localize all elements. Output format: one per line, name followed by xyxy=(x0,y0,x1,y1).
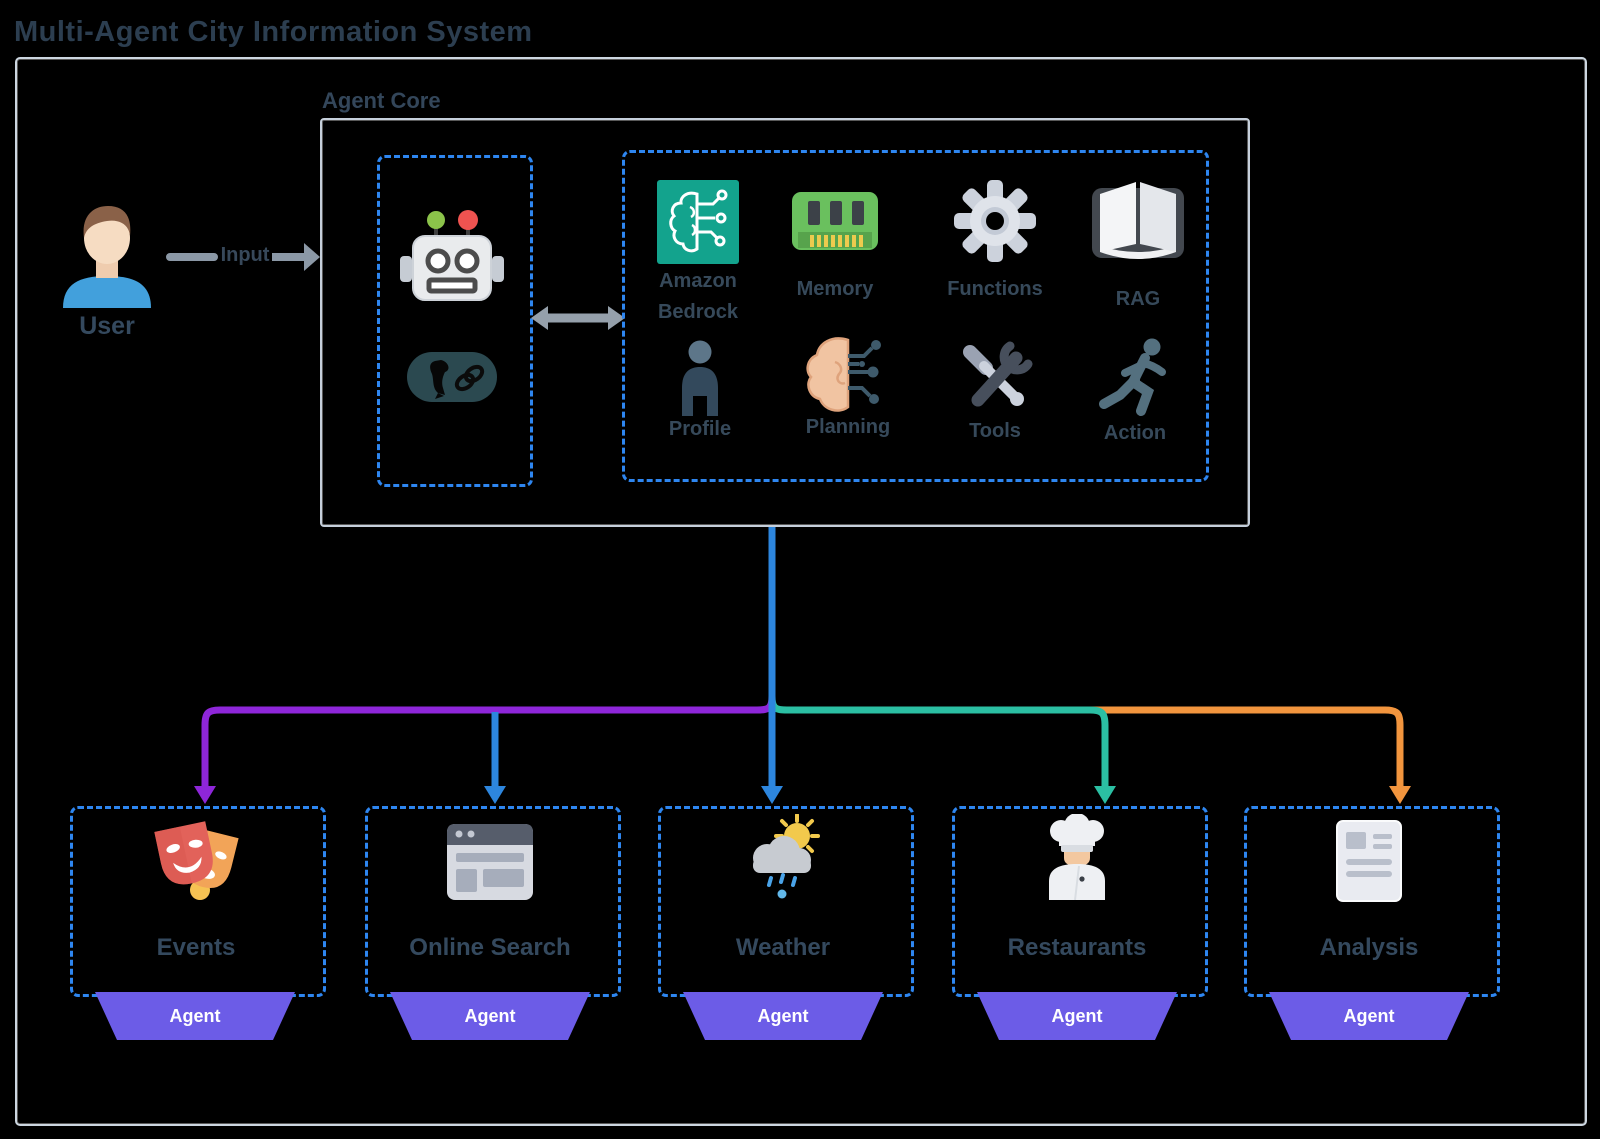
input-arrow-head xyxy=(272,243,320,271)
arrow-to-analysis xyxy=(1085,706,1411,804)
agent-badge-restaurants: Agent xyxy=(977,992,1177,1040)
agent-core-label: Agent Core xyxy=(322,88,441,113)
person-silhouette-icon xyxy=(671,340,729,416)
bedrock-brain-circuit-icon xyxy=(657,180,739,264)
agent-badge-text: Agent xyxy=(169,1005,221,1026)
agent-label-events: Events xyxy=(156,934,236,961)
sun-rain-cloud-icon xyxy=(737,814,829,900)
module-label-planning: Planning xyxy=(805,416,891,438)
agent-label-weather: Weather xyxy=(735,934,831,961)
theater-masks-icon xyxy=(148,816,244,910)
agent-badge-text: Agent xyxy=(464,1005,516,1026)
chef-icon xyxy=(1037,814,1117,900)
arrow-to-weather xyxy=(761,525,783,804)
agent-core-modules-box xyxy=(622,150,1209,482)
agent-badge-events: Agent xyxy=(95,992,295,1040)
module-label-action: Action xyxy=(1103,422,1167,444)
module-label-tools: Tools xyxy=(969,420,1021,442)
agent-badge-analysis: Agent xyxy=(1269,992,1469,1040)
ram-chip-icon xyxy=(792,192,878,256)
wrench-screwdriver-icon xyxy=(954,338,1036,418)
agent-badge-text: Agent xyxy=(1051,1005,1103,1026)
system-boundary xyxy=(15,57,1587,1126)
module-label-rag: RAG xyxy=(1115,288,1161,310)
input-arrow-line xyxy=(166,253,218,261)
gear-icon xyxy=(952,178,1038,264)
module-label-memory: Memory xyxy=(796,278,874,300)
input-label: Input xyxy=(220,244,270,266)
browser-window-icon xyxy=(447,824,533,900)
module-label-functions: Functions xyxy=(947,278,1043,300)
bidirectional-arrow xyxy=(531,306,625,330)
agent-core-box xyxy=(320,118,1250,527)
agent-label-restaurants: Restaurants xyxy=(1007,934,1147,961)
brain-circuit-icon xyxy=(802,334,894,416)
running-person-icon xyxy=(1095,336,1175,418)
report-document-icon xyxy=(1336,820,1402,902)
module-label-amazon-bedrock: Amazon Bedrock xyxy=(657,270,739,323)
agent-badge-text: Agent xyxy=(1343,1005,1395,1026)
langchain-icon xyxy=(407,352,497,402)
user-icon xyxy=(57,200,157,308)
user-label: User xyxy=(79,312,135,340)
open-book-icon xyxy=(1088,170,1188,272)
agent-badge-weather: Agent xyxy=(683,992,883,1040)
module-label-profile: Profile xyxy=(668,418,732,440)
agent-label-analysis: Analysis xyxy=(1319,934,1419,961)
agent-badge-text: Agent xyxy=(757,1005,809,1026)
agent-label-online-search: Online Search xyxy=(409,934,571,961)
page-title: Multi-Agent City Information System xyxy=(14,16,533,48)
arrow-to-online-search xyxy=(484,712,506,804)
agent-runtime-box xyxy=(377,155,533,487)
agent-badge-online-search: Agent xyxy=(390,992,590,1040)
robot-icon xyxy=(397,210,507,310)
